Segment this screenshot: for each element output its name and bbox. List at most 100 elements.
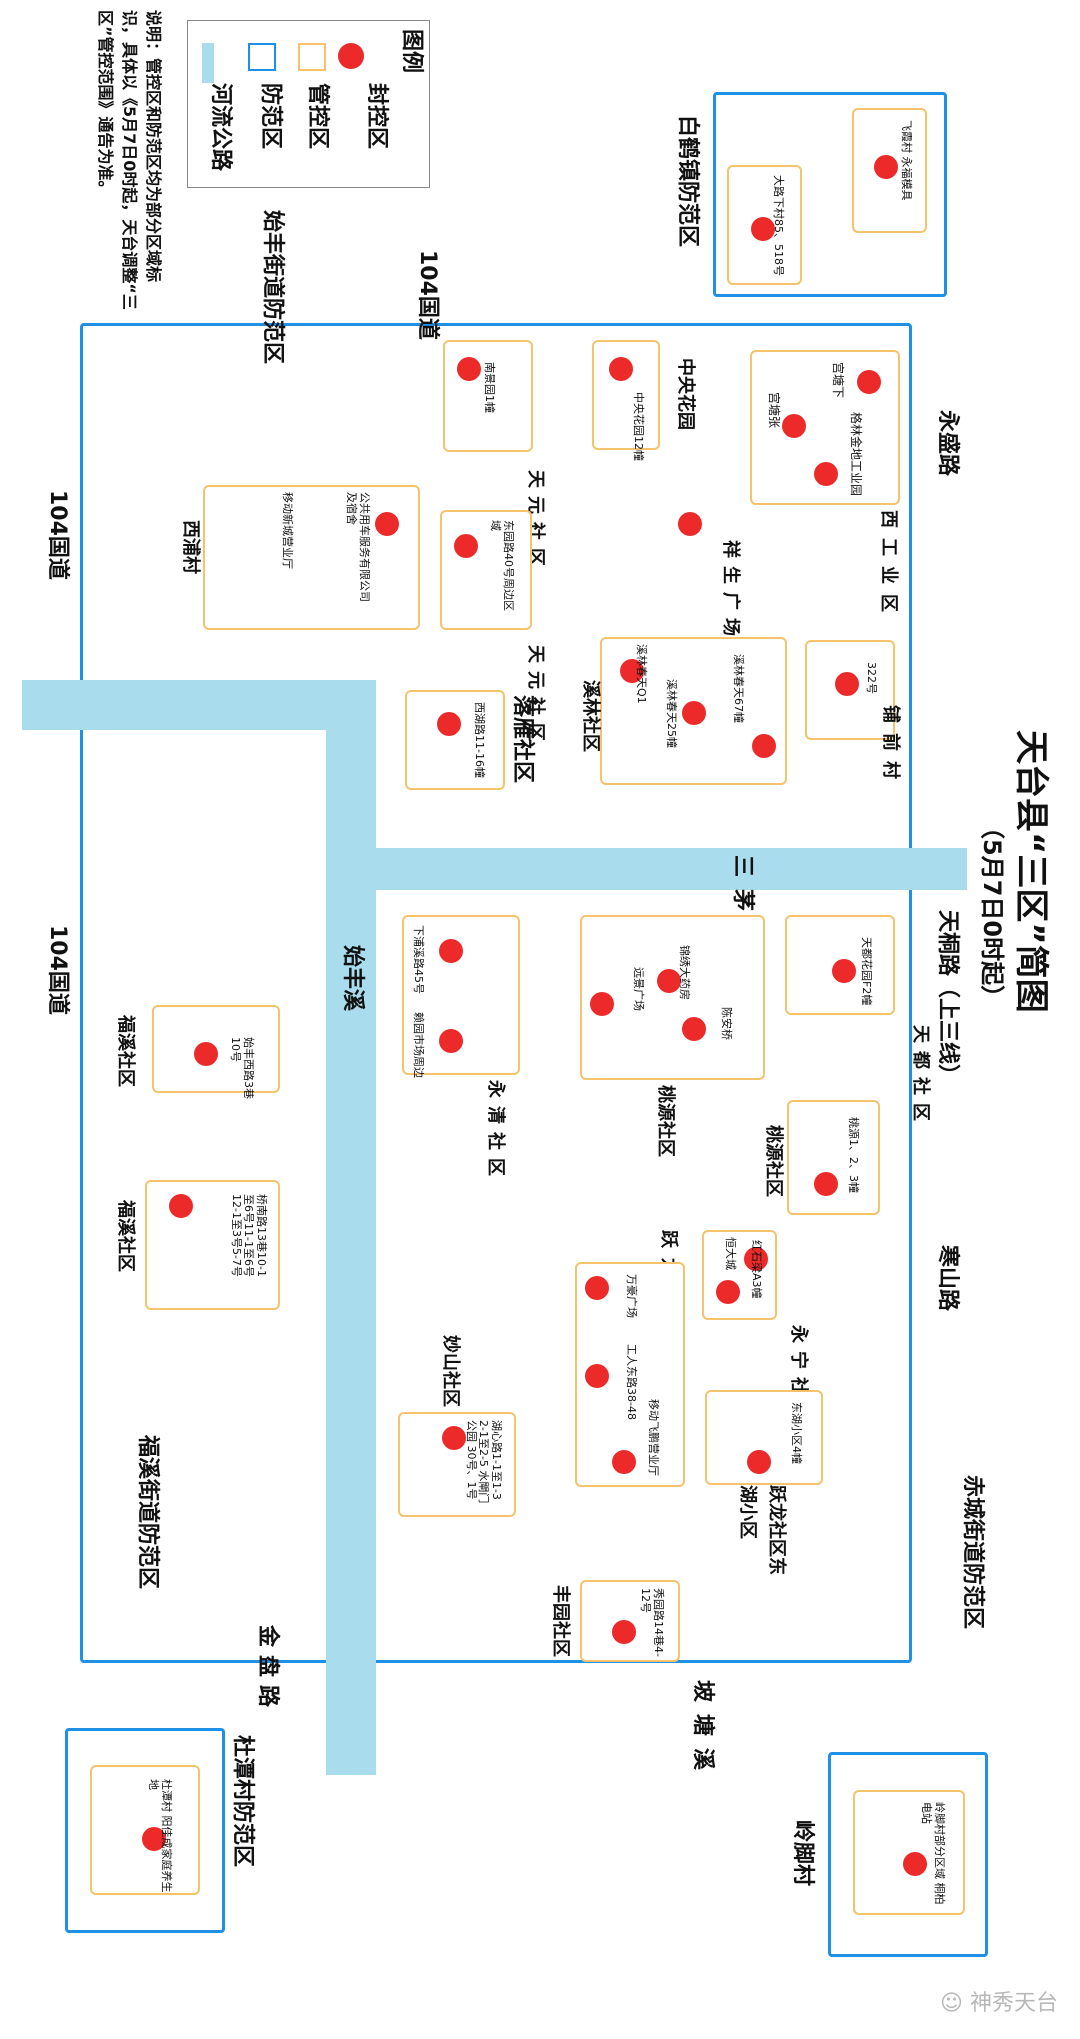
wechat-icon: ☺ [940,1991,963,2016]
zone-text-yidong: 移动新城营业厅 [281,492,294,569]
zone-text-baihe-1: 飞霞村 永福模具 [900,120,913,201]
watermark: ☺ 神秀天台 [940,1985,1058,2017]
sealed-dot [194,1042,218,1066]
sealed-dot [747,1450,771,1474]
district-baihe [713,92,947,297]
label-miaoshan: 妙山社区 [440,1335,461,1407]
zone-text-industry-2: 宫塘下 [831,362,845,399]
zone-text-donghu40: 东园路40号周边区域 [489,520,515,611]
sealed-dot [874,155,898,179]
zone-text-yidong-feipeng: 移动飞鹏营业厅 [647,1399,660,1476]
label-yongqing: 永清社区 [485,1080,506,1184]
sealed-dot [375,512,399,536]
zone-text-huxin: 湖心路1-1至1-3 2-1至2-5 水閘门公园 30号、1号 [464,1420,503,1504]
district-label-baihe: 白鹤镇防范区 [675,115,700,248]
zone-nanpu: 南景园1幢 [443,340,533,452]
district-label-shifeng: 始丰街道防范区 [260,210,285,365]
main-prevention-boundary [80,323,912,1663]
river-sanmao [372,848,967,890]
district-label-fuxi: 福溪街道防范区 [135,1435,160,1590]
legend-yellow-square-icon [298,43,326,71]
legend: 图例 封控区 管控区 防范区 河流公路 [187,20,430,188]
sealed-dot [439,939,463,963]
sealed-dot [620,659,644,683]
zone-hongshi: 红石梁A3幢 恒大城 [702,1230,777,1320]
sealed-dot [682,701,706,725]
zone-text-lingjiao: 岭脚村部分区域 桐柏电站 [920,1802,946,1905]
sealed-dot [814,462,838,486]
zone-text-baihe-2: 大路下村85、518号 [772,175,785,276]
zone-text-puqian: 322号 [865,662,878,694]
zone-luoyan: 西湖路11-16幢 [405,690,505,790]
sealed-dot [585,1364,609,1388]
district-label-lingjiao: 岭脚村 [790,1820,815,1887]
sealed-dot [832,959,856,983]
river-shifeng-vertical [326,680,376,1775]
sealed-dot [835,672,859,696]
zone-huxin: 湖心路1-1至1-3 2-1至2-5 水閘门公园 30号、1号 [398,1412,516,1517]
zone-fuxi-list: 桥南路13巷10-1至6号11-1至6号12-1至3号5-7号 [145,1180,280,1310]
zone-text-fuxi-list: 桥南路13巷10-1至6号11-1至6号12-1至3号5-7号 [229,1194,268,1277]
sealed-dot [716,1280,740,1304]
river-label-shifeng: 始丰溪 [340,945,365,1012]
legend-label-control: 管控区 [305,83,330,150]
zone-text-hongshi: 红石梁A3幢 [750,1240,763,1299]
sealed-dot [454,534,478,558]
zone-taoyuan: 锦绣大药房 远景广场 陈安桥 [580,915,765,1080]
label-fuxi-1: 福溪社区 [115,1015,136,1087]
sealed-dot [782,414,806,438]
zone-lingjiao: 岭脚村部分区域 桐柏电站 [853,1790,965,1915]
map-note: 说明：管控区和防范区均为部分区域标识，具体以《5月7日0时起，天台调整“三区”管… [96,10,163,310]
sealed-dot [442,1426,466,1450]
sealed-dot [682,1017,706,1041]
zone-text-tiandu: 天都花园F2幢 [860,937,873,1006]
sealed-dot [169,1194,193,1218]
zone-xilin: 溪林春天67幢 溪林春天25幢 溪林春天Q1 [600,637,787,785]
zone-text-shifeng-road: 始丰西路3巷10号 [229,1037,255,1099]
legend-label-river-road: 河流公路 [208,83,233,172]
road-label-104-top: 104国道 [415,250,440,340]
sealed-dot [814,1172,838,1196]
sealed-dot [752,734,776,758]
label-xiangsheng: 祥生广场 [720,540,741,644]
zone-yongqing: 下浦溪路45号 赖园市场周边 [402,915,520,1078]
district-dutan [65,1728,225,1933]
zone-text-hengda: 恒大城 [724,1237,737,1270]
label-luoyan: 落雁社区 [510,695,535,784]
zone-puqian: 322号 [805,640,895,740]
map-subtitle: （5月7日0时起） [978,815,1006,1010]
zone-wanguang: 万豪广场 工人东路38-48 移动飞鹏营业厅 [575,1262,685,1487]
legend-red-dot-icon [338,43,364,69]
zone-baihe-2: 大路下村85、518号 [727,165,802,285]
zone-text-nanpu: 南景园1幢 [483,362,496,413]
zone-gongjiao: 公共用车服务有限公司及宿舍 移动新城营业厅 [203,485,420,630]
sealed-dot [744,1247,768,1271]
zone-text-xiapu: 下浦溪路45号 [412,925,425,994]
sealed-dot [857,370,881,394]
label-taoyuan-1: 桃源社区 [655,1085,676,1157]
district-label-chicheng: 赤城街道防范区 [960,1475,985,1630]
zone-text-lanju: 赖园市场周边 [412,1012,425,1078]
zone-text-gongren: 工人东路38-48 [625,1344,638,1420]
zone-zhongyang: 中央花园12幢 [592,340,660,461]
sealed-dot [439,1029,463,1053]
road-label-yongsheng: 永盛路 [935,410,960,477]
road-label-jinpan: 金盘路 [255,1625,280,1716]
sealed-dot [585,1276,609,1300]
label-zhongyang: 中央花园 [675,358,696,430]
river-shifeng-horizontal [22,680,376,730]
label-puqian: 铺前村 [880,705,901,789]
road-label-104-left1: 104国道 [45,490,70,580]
zone-text-donghu-xiaoqu: 东湖小区4幢 [790,1402,803,1464]
label-taoyuan-2: 桃源社区 [763,1125,784,1197]
legend-river-bar-icon [202,43,214,83]
label-xigongye: 西工业区 [878,510,899,622]
zone-text-industry-3: 宫塘张 [767,392,781,429]
zone-text-dutan: 杜潭村 阳佳成家庭养生地 [147,1779,173,1893]
legend-title: 图例 [399,29,424,74]
zone-text-zhongyang: 中央花园12幢 [632,392,645,461]
sealed-dot-xiangsheng [678,512,702,536]
sealed-dot [457,357,481,381]
road-label-hanshan: 寒山路 [935,1245,960,1312]
label-fuxi-2: 福溪社区 [115,1200,136,1272]
